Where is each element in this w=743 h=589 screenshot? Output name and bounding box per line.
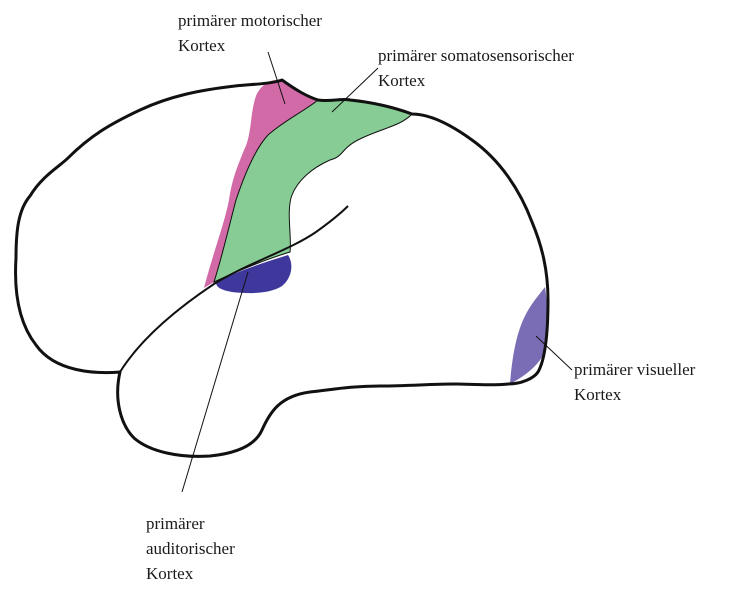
motor-cortex-label: primärer motorischer Kortex xyxy=(178,8,322,58)
somatosensory-cortex-label: primärer somatosensorischer Kortex xyxy=(378,43,574,93)
visual-cortex-label-line1: primärer visueller xyxy=(574,357,695,382)
auditory-cortex-label-line3: Kortex xyxy=(146,561,235,586)
primary-visual-cortex-region xyxy=(510,287,547,384)
auditory-cortex-label-line2: auditorischer xyxy=(146,536,235,561)
motor-cortex-label-line2: Kortex xyxy=(178,33,322,58)
primary-somatosensory-cortex-region xyxy=(214,99,412,282)
somatosensory-cortex-label-line2: Kortex xyxy=(378,68,574,93)
auditory-cortex-label-line1: primärer xyxy=(146,511,235,536)
somatosensory-cortex-label-line1: primärer somatosensorischer xyxy=(378,43,574,68)
auditory-pointer-line xyxy=(182,272,248,492)
auditory-cortex-label: primärer auditorischer Kortex xyxy=(146,511,235,586)
motor-cortex-label-line1: primärer motorischer xyxy=(178,8,322,33)
visual-cortex-label: primärer visueller Kortex xyxy=(574,357,695,407)
visual-cortex-label-line2: Kortex xyxy=(574,382,695,407)
